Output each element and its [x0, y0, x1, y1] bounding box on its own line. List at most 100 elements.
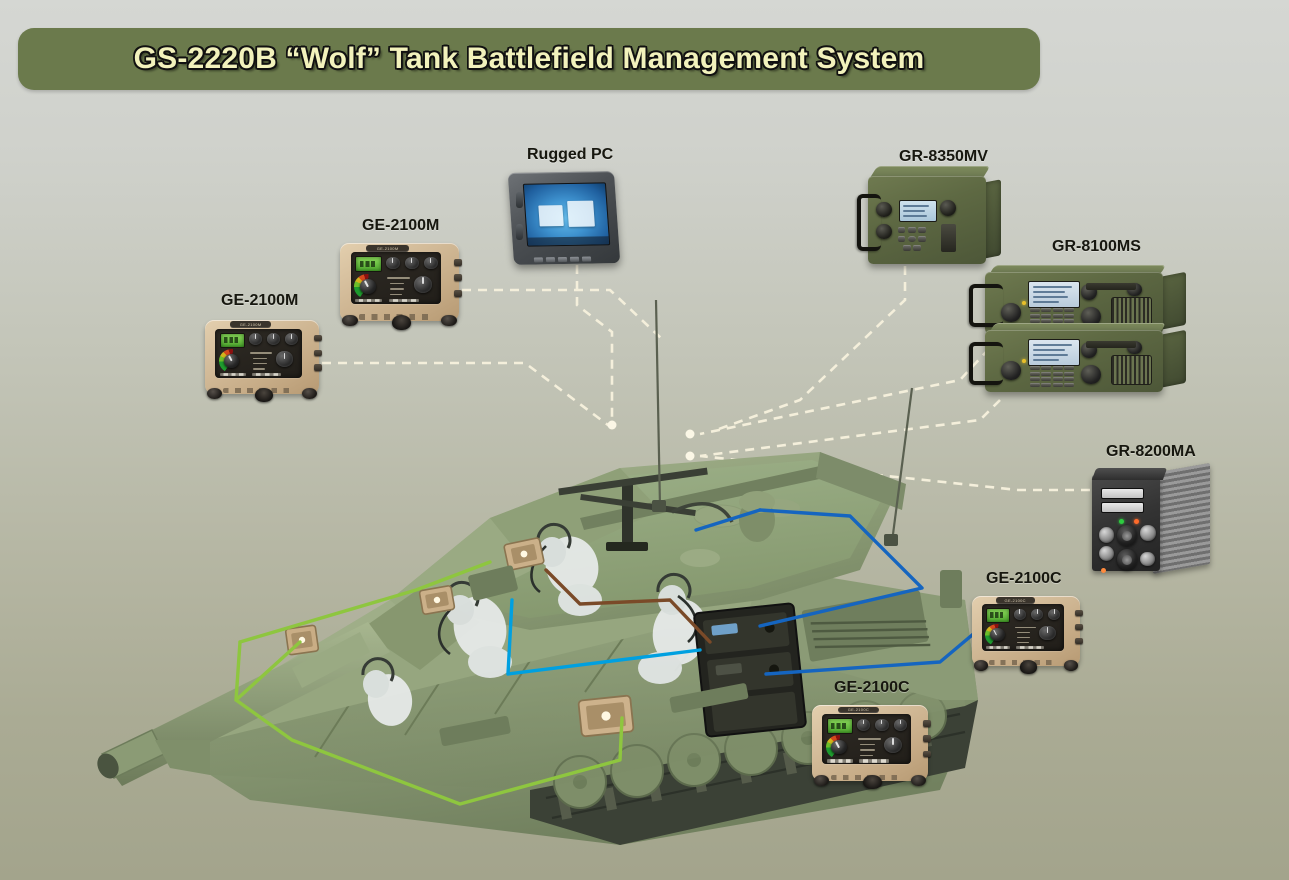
- ge-knob-2[interactable]: [267, 333, 281, 345]
- ge-knob-1[interactable]: [1013, 608, 1027, 620]
- device-ge-2100c-lower[interactable]: GE-2100C: [812, 705, 931, 790]
- pc-screen[interactable]: [522, 182, 610, 247]
- cable-brown: [544, 568, 712, 644]
- amp-connector-4[interactable]: [1140, 551, 1155, 566]
- ge-side-port-3[interactable]: [313, 364, 322, 372]
- radio-carry-handle[interactable]: [968, 284, 1004, 328]
- radio-channel-knob[interactable]: [1001, 361, 1021, 380]
- mv-knob-1[interactable]: [876, 202, 892, 218]
- amp-connector-3[interactable]: [1099, 546, 1115, 562]
- ge-top-label: GE-2100M: [230, 321, 272, 329]
- ge-side-port-1[interactable]: [453, 258, 462, 266]
- pc-taskbar[interactable]: [527, 236, 609, 246]
- ge-foot-left: [342, 314, 358, 327]
- mv-keypad[interactable]: [897, 227, 929, 252]
- ge-bottom-connector[interactable]: [255, 388, 274, 403]
- device-ge-2100m-upper[interactable]: GE-2100M: [340, 243, 462, 330]
- ge-lcd-display: [985, 608, 1010, 623]
- ge-knob-3[interactable]: [423, 256, 438, 270]
- ge-side-port-2[interactable]: [1075, 624, 1083, 631]
- ge-knob-1[interactable]: [249, 333, 263, 345]
- ge-top-label: GE-2100C: [995, 597, 1035, 604]
- ge-side-port-1[interactable]: [313, 334, 322, 342]
- gunner-sight: [468, 565, 518, 601]
- radio-keypad[interactable]: [1029, 365, 1074, 388]
- ge-selector-knob[interactable]: [275, 351, 294, 367]
- hull-details: [439, 570, 962, 746]
- bustle-rail: [580, 466, 824, 530]
- ge-side-port-2[interactable]: [453, 274, 462, 282]
- ge-label-strip-2: [1016, 645, 1045, 650]
- radio-lcd-display: [1027, 281, 1080, 309]
- ge-bottom-connector[interactable]: [1019, 660, 1037, 674]
- ge-label-strip-2: [859, 759, 890, 763]
- radio-channel-knob[interactable]: [1001, 303, 1021, 322]
- ge-legend-text: [857, 736, 881, 758]
- ge-side-port-3[interactable]: [1075, 638, 1083, 645]
- amp-label-slot-2: [1101, 502, 1144, 513]
- ge-faceplate: [215, 328, 302, 378]
- ge-rotary-gauge[interactable]: [218, 349, 245, 373]
- device-rugged-pc[interactable]: [507, 171, 621, 265]
- device-gr-8350mv[interactable]: [857, 166, 1002, 264]
- device-ge-2100c-right[interactable]: GE-2100C: [972, 596, 1083, 674]
- device-gr-8200ma[interactable]: [1092, 463, 1210, 578]
- mv-lcd-display: [898, 199, 938, 222]
- pc-window-2[interactable]: [566, 200, 595, 227]
- ge-selector-knob[interactable]: [414, 276, 433, 293]
- ge-faceplate: [350, 252, 442, 304]
- radio-audio-connector[interactable]: [1081, 306, 1101, 326]
- pc-window-1[interactable]: [537, 204, 564, 227]
- ge-side-port-3[interactable]: [453, 289, 462, 297]
- device-ge-2100m-left[interactable]: GE-2100M: [205, 320, 322, 403]
- ge-bottom-connector[interactable]: [863, 774, 882, 790]
- cable-blue: [758, 508, 924, 628]
- ge-foot-left: [814, 774, 830, 787]
- ge-knob-3[interactable]: [1048, 608, 1061, 620]
- radio-carry-handle[interactable]: [968, 342, 1004, 386]
- radio-nameplate: [1086, 340, 1137, 348]
- ge-label-strip-1: [355, 298, 383, 303]
- ge-side-port-1[interactable]: [922, 720, 931, 728]
- ge-side-port-2[interactable]: [313, 349, 322, 357]
- page-title-bar: GS-2220B “Wolf” Tank Battlefield Managem…: [18, 28, 1040, 90]
- radio-nameplate: [1086, 282, 1137, 290]
- label-ge-2100c-right: GE-2100C: [986, 570, 1062, 587]
- ge-knob-2[interactable]: [404, 256, 419, 270]
- ge-knob-1[interactable]: [385, 256, 400, 270]
- device-gr-8100ms-lower[interactable]: [968, 323, 1187, 392]
- ge-knob-2[interactable]: [1030, 608, 1044, 620]
- mv-connector-panel[interactable]: [941, 223, 957, 252]
- ge-rotary-gauge[interactable]: [354, 273, 382, 299]
- amp-rf-connector-2[interactable]: [1116, 549, 1137, 571]
- mv-carry-handle[interactable]: [857, 193, 882, 251]
- radio-speaker-grille: [1111, 296, 1153, 328]
- ge-knob-3[interactable]: [285, 333, 299, 345]
- radio-status-led: [1022, 301, 1027, 306]
- ge-side-port-2[interactable]: [922, 735, 931, 743]
- ge-selector-knob[interactable]: [884, 737, 902, 754]
- amp-rf-connector-1[interactable]: [1116, 525, 1137, 547]
- ge-foot-right: [441, 314, 457, 327]
- ge-knob-2[interactable]: [875, 718, 889, 731]
- ge-lcd-display: [826, 718, 853, 734]
- ge-legend-text: [249, 350, 273, 371]
- radio-audio-connector[interactable]: [1081, 364, 1101, 384]
- ge-label-strip-1: [826, 759, 854, 763]
- ge-knob-3[interactable]: [893, 718, 908, 731]
- pc-button-row[interactable]: [530, 254, 596, 263]
- mv-knob-3[interactable]: [939, 199, 957, 217]
- ge-rotary-gauge[interactable]: [985, 623, 1010, 646]
- ge-knob-1[interactable]: [856, 718, 871, 731]
- ge-selector-knob[interactable]: [1039, 625, 1056, 641]
- ge-rotary-gauge[interactable]: [825, 735, 853, 760]
- ge-side-port-3[interactable]: [922, 750, 931, 758]
- ge-side-port-1[interactable]: [1075, 610, 1083, 617]
- ge-top-label: GE-2100M: [366, 244, 409, 252]
- front-fender: [155, 740, 210, 775]
- ge-bottom-connector[interactable]: [392, 314, 412, 330]
- amp-connector-1[interactable]: [1099, 527, 1115, 543]
- mv-knob-2[interactable]: [876, 224, 892, 240]
- amp-connector-2[interactable]: [1140, 525, 1156, 541]
